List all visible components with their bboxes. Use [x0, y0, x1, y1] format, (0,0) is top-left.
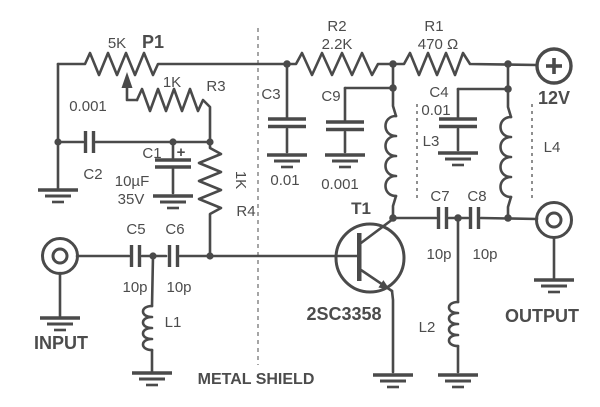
label-12v: 12V [538, 88, 570, 108]
label-c6-value: 10p [166, 279, 191, 296]
label-l3-ref: L3 [423, 133, 440, 150]
wires [56, 62, 556, 318]
label-l1-ref: L1 [165, 314, 182, 331]
label-metal-shield: METAL SHIELD [198, 371, 315, 388]
inductor-l2 [447, 216, 460, 374]
label-c6-ref: C6 [165, 221, 184, 238]
label-r3-value: 1K [163, 74, 181, 91]
label-c9-ref: C9 [321, 88, 340, 105]
ground-icon [371, 373, 415, 389]
label-c7-ref: C7 [430, 188, 449, 205]
power-source-12v [535, 47, 573, 85]
label-r4-ref: R4 [236, 203, 255, 220]
transistor-t1 [334, 217, 406, 374]
input-connector [41, 237, 79, 275]
capacitor-c8 [468, 207, 481, 229]
label-r2-ref: R2 [327, 18, 346, 35]
capacitor-c5 [129, 245, 142, 267]
label-r1-ref: R1 [424, 18, 443, 35]
ground-icon [265, 153, 309, 169]
output-connector [535, 201, 573, 239]
label-c3-ref: C3 [261, 86, 280, 103]
label-c5-value: 10p [122, 279, 147, 296]
label-p1-ref: P1 [142, 32, 164, 52]
ground-icon [36, 188, 80, 204]
ground-icon [436, 373, 480, 389]
ground-icon [323, 153, 367, 169]
resistor-r3 [135, 87, 212, 144]
capacitor-c2 [83, 131, 96, 153]
label-r4-value: 1K [232, 171, 249, 189]
label-c1-polarity: + [177, 144, 186, 161]
label-r1-value: 470 Ω [418, 36, 458, 53]
label-c3-value: 0.01 [270, 172, 299, 189]
resistor-r1 [391, 51, 539, 77]
label-input: INPUT [34, 333, 88, 353]
ground-icon [130, 371, 174, 387]
capacitor-c6 [167, 245, 180, 267]
ground-icon [532, 278, 576, 294]
label-c9-value: 0.001 [321, 176, 359, 193]
label-c7-value: 10p [426, 246, 451, 263]
label-p1-value: 5K [108, 35, 126, 52]
capacitor-c3 [268, 117, 306, 129]
label-c5-ref: C5 [126, 221, 145, 238]
emitter-arrow-icon [378, 280, 390, 290]
label-l2-ref: L2 [419, 319, 436, 336]
label-c1-voltage: 35V [118, 191, 145, 208]
label-t1-part: 2SC3358 [306, 304, 381, 324]
capacitor-c9 [326, 120, 364, 132]
inductor-l4 [499, 87, 533, 220]
capacitor-c1 [155, 158, 191, 169]
resistor-r4 [197, 140, 223, 258]
potentiometer-p1 [56, 51, 289, 102]
plus-icon [546, 58, 562, 74]
label-r2-value: 2.2K [322, 36, 353, 53]
capacitor-c7 [436, 207, 449, 229]
label-c4-value: 0.01 [421, 102, 450, 119]
inductor-l3 [384, 86, 418, 220]
label-c8-ref: C8 [467, 188, 486, 205]
wiper-arrow-icon [121, 72, 133, 88]
label-c2-value: 0.001 [69, 98, 107, 115]
label-c1-ref: C1 [142, 145, 161, 162]
label-output: OUTPUT [505, 306, 579, 326]
label-c4-ref: C4 [429, 84, 448, 101]
ground-icon [151, 194, 195, 210]
junction-dots [54, 60, 512, 260]
label-c1-value: 10µF [115, 173, 150, 190]
label-l4-ref: L4 [544, 139, 561, 156]
resistor-r2 [285, 51, 395, 77]
label-r3-ref: R3 [206, 78, 225, 95]
label-c8-value: 10p [472, 246, 497, 263]
ground-icon [38, 316, 82, 332]
ground-icon [436, 151, 480, 167]
label-c2-ref: C2 [83, 166, 102, 183]
inductor-l1 [141, 254, 155, 373]
capacitor-c4 [439, 117, 477, 129]
label-t1-ref: T1 [351, 199, 371, 218]
